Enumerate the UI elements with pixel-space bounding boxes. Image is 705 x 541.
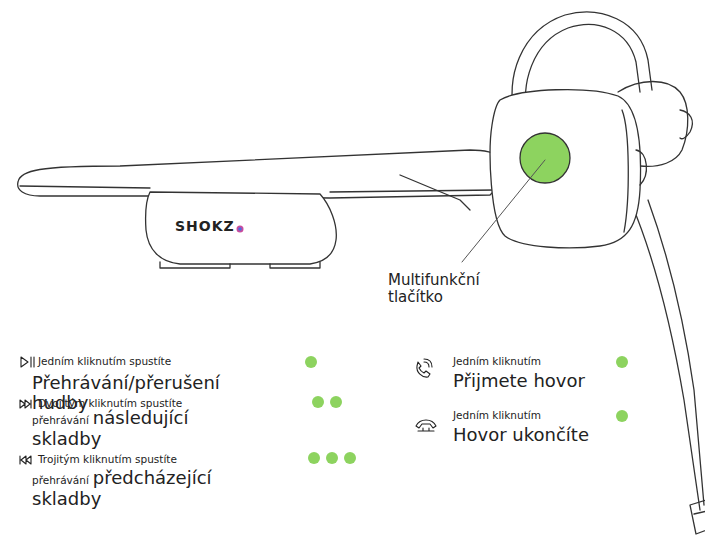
- earpiece-edge: [622, 110, 628, 232]
- brand-logo: SHOKZ: [175, 219, 235, 234]
- led-indicator-core: [238, 227, 242, 231]
- band-edge: [20, 186, 495, 192]
- action-note: Jedním kliknutím: [453, 356, 541, 368]
- function-text: Přijmete hovor: [453, 371, 585, 391]
- function-text: předcházející skladby: [32, 467, 212, 509]
- battery-housing: [146, 192, 337, 264]
- microphone-boom: [632, 200, 704, 510]
- front-earpiece: [490, 90, 640, 248]
- neck-band: [18, 150, 507, 198]
- previous-track-icon: [20, 456, 31, 464]
- housing-base: [160, 262, 320, 268]
- function-text: následující skladby: [32, 407, 188, 449]
- action-note: přehrávání: [32, 414, 89, 426]
- answer-call-icon: [417, 359, 432, 377]
- microphone-tip: [690, 500, 705, 534]
- earpiece-side: [636, 150, 646, 185]
- click-dots: [305, 356, 628, 464]
- led-indicator: [237, 226, 244, 233]
- end-call-icon: [416, 420, 436, 431]
- function-text: Hovor ukončíte: [453, 425, 589, 445]
- leader-line: [462, 160, 545, 262]
- action-note: Trojitým kliknutím spustíte: [38, 454, 177, 466]
- instruction-line: přehrávánípředcházející skladby: [32, 468, 237, 509]
- instruction-line: přehrávánínásledující skladby: [32, 408, 222, 449]
- next-track-icon: [20, 400, 31, 408]
- action-note: Jedním kliknutím spustíte: [38, 356, 171, 368]
- band-joint: [400, 175, 470, 210]
- multifunction-button: [520, 133, 570, 183]
- part-name: Multifunkční tlačítko: [388, 272, 518, 305]
- action-note: Dvojitým kliknutím spustíte: [38, 398, 182, 410]
- rear-earpiece-bump: [680, 110, 692, 139]
- action-note: přehrávání: [32, 474, 89, 486]
- action-note: Jedním kliknutím: [453, 410, 541, 422]
- play-pause-icon: [21, 357, 34, 367]
